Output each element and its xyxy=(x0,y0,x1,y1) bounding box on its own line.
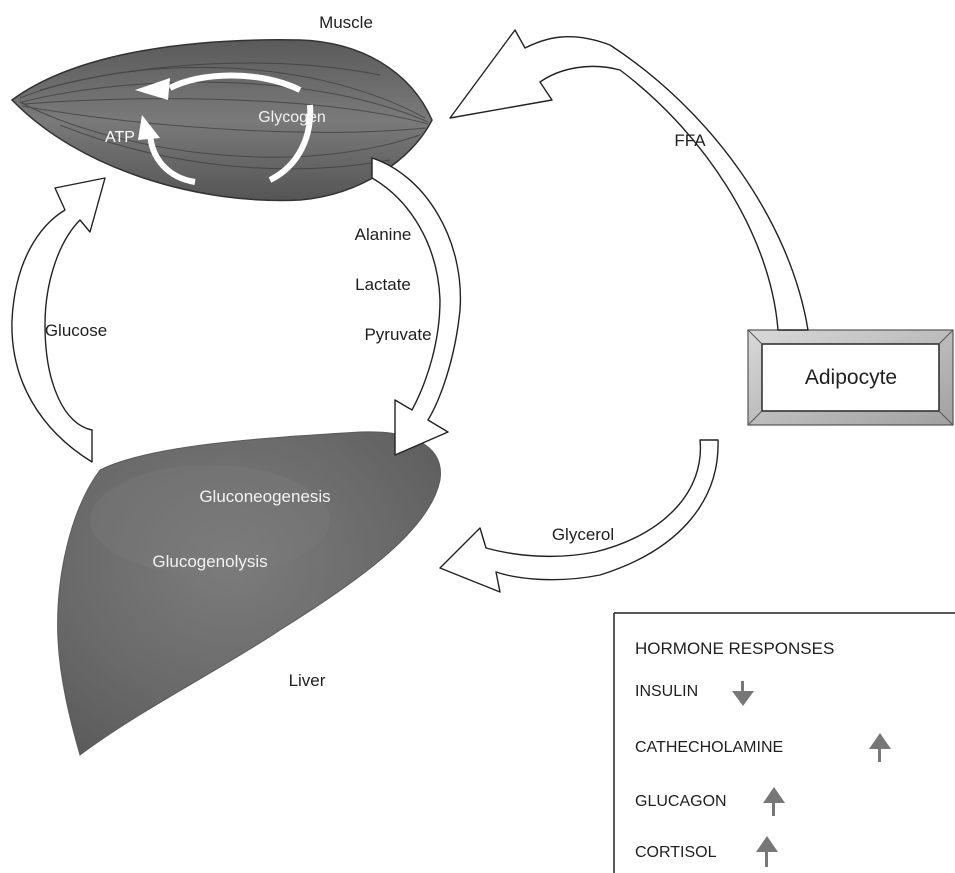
ffa-label: FFA xyxy=(674,131,706,150)
hormone-item-cathecholamine: CATHECHOLAMINE xyxy=(635,733,891,762)
lactate-label: Lactate xyxy=(355,275,411,294)
arrow-up-icon xyxy=(756,836,778,867)
muscle xyxy=(12,40,432,201)
atp-label: ATP xyxy=(105,129,135,146)
amino-acid-arrow xyxy=(372,158,460,455)
glycerol-arrow xyxy=(440,440,718,592)
hormone-name: INSULIN xyxy=(635,683,698,700)
arrow-up-icon xyxy=(869,733,891,762)
hormone-panel-title: HORMONE RESPONSES xyxy=(635,639,834,658)
liver-process-1: Gluconeogenesis xyxy=(199,487,330,506)
arrow-down-icon xyxy=(732,681,754,706)
ffa-arrow xyxy=(450,30,808,330)
hormone-name: CORTISOL xyxy=(635,844,717,861)
hormone-name: GLUCAGON xyxy=(635,793,727,810)
liver-title: Liver xyxy=(289,671,326,690)
hormone-item-insulin: INSULIN xyxy=(635,681,754,706)
muscle-title: Muscle xyxy=(319,13,373,32)
hormone-name: CATHECHOLAMINE xyxy=(635,739,783,756)
glycerol-label: Glycerol xyxy=(552,525,614,544)
liver xyxy=(58,432,441,755)
glycogen-label: Glycogen xyxy=(258,109,326,126)
glucose-arrow xyxy=(12,178,105,462)
hormone-item-glucagon: GLUCAGON xyxy=(635,787,785,816)
adipocyte-label: Adipocyte xyxy=(805,366,897,389)
liver-process-2: Glucogenolysis xyxy=(152,552,267,571)
pyruvate-label: Pyruvate xyxy=(364,325,431,344)
alanine-label: Alanine xyxy=(355,225,412,244)
glucose-label: Glucose xyxy=(45,321,107,340)
arrow-up-icon xyxy=(763,787,785,816)
hormone-item-cortisol: CORTISOL xyxy=(635,836,778,867)
